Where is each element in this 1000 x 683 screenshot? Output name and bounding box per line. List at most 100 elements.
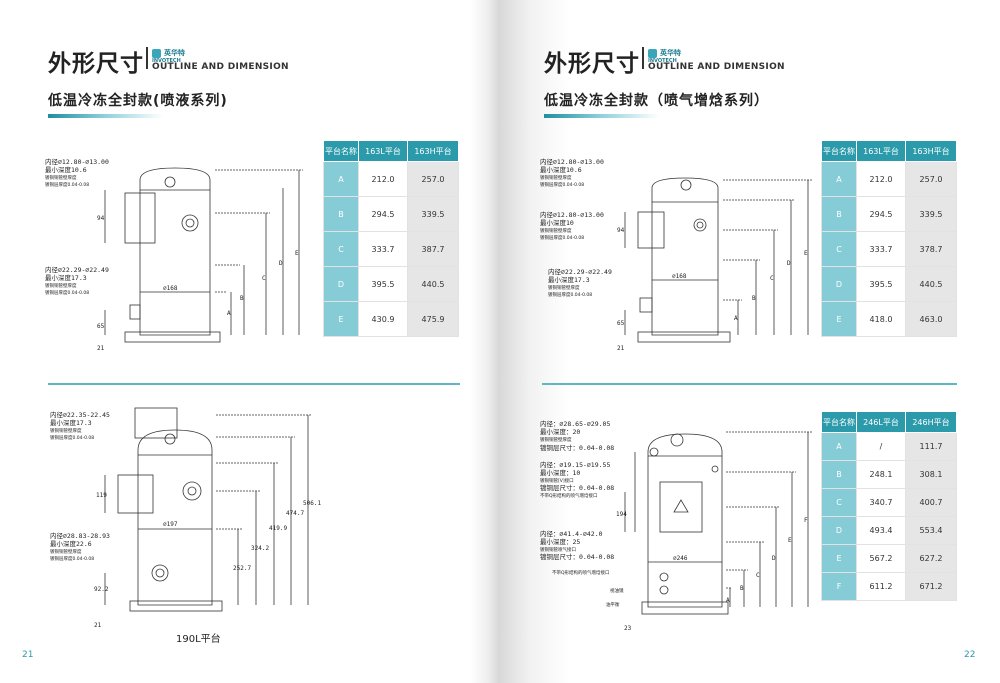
row-label: C [821,488,857,517]
page-number: 22 [964,650,976,660]
dim-label: B [752,295,756,302]
section-title: 低温冷冻全封款(喷液系列) [48,93,228,109]
ann-line: 镀铜铜管壁厚度 [50,427,82,434]
outline-drawing-190: 内径∅22.35-22.45 最小深度17.3 镀铜铜管壁厚度 镀铜层厚度0.0… [50,405,330,635]
row-label: C [821,231,857,267]
cell-value: 294.5 [856,196,906,232]
dim-label: B [240,295,244,302]
cell-value: 257.0 [407,161,459,197]
dim-label: B [740,585,744,592]
ann-line: 内径∅22.29-∅22.49 [548,267,612,276]
page-title: 外形尺寸 [48,51,144,77]
dim-label: 21 [94,622,102,629]
ann-line: 镀铜铜管壁厚度 [45,282,77,289]
table-header: 平台名称 [323,140,359,162]
dim-label: F [804,517,808,524]
cell-value: 395.5 [856,266,906,302]
note-label: 不带Q形结构的喷气增焓接口 [552,569,610,576]
left-page: 外形尺寸 英华特 INVOTECH OUTLINE AND DIMENSION … [22,47,460,660]
table-header: 163L平台 [358,140,408,162]
section-divider [48,383,460,385]
dim-label: A [227,310,231,317]
cell-value: / [856,432,906,461]
cell-value: 111.7 [905,432,957,461]
dim-label: 119 [96,492,107,499]
logo-text-en: INVOTECH [648,58,677,64]
ann-line: 最小深度17.3 [548,275,590,284]
cell-value: 212.0 [358,161,408,197]
row-label: E [821,544,857,573]
table-header: 246L平台 [856,411,906,433]
page-title: 外形尺寸 [544,51,640,77]
right-page: 外形尺寸 英华特 INVOTECH OUTLINE AND DIMENSION … [500,0,1000,683]
row-label: B [821,460,857,489]
cell-value: 395.5 [358,266,408,302]
cell-value: 611.2 [856,572,906,601]
ann-line: 内径∅12.80-∅13.00 [540,210,604,219]
dim-label: 65 [97,323,105,330]
ann-line: 内径∅22.29-∅22.49 [45,265,109,274]
ann-line: 内径∅12.80-∅13.00 [540,157,604,166]
row-label: A [821,432,857,461]
logo-mark-icon [152,48,161,58]
cell-value: 333.7 [358,231,408,267]
cell-value: 440.5 [905,266,957,302]
ann-line: 镀铜层厚度0.04-0.08 [540,234,584,241]
table-header: 平台名称 [821,411,857,433]
row-label: B [323,196,359,232]
cell-value: 308.1 [905,460,957,489]
dim-label: D [772,555,776,562]
dim-label: C [770,275,774,282]
ann-line: 最小深度：25 [540,537,580,546]
dim-label: 94 [617,227,625,234]
ann-line: 镀铜层尺寸：0.04-0.08 [540,443,614,452]
ann-line: 不带Q形结构的喷气增焓接口 [540,492,598,499]
ann-line: 镀铜铜管[V]接口 [540,477,574,484]
ann-line: 镀铜层厚度0.04-0.08 [548,291,592,298]
row-label: D [821,266,857,302]
page-number: 21 [22,650,34,660]
note-label: 视油镜 [610,587,624,594]
dim-label: 419.9 [269,525,287,532]
section-divider [542,383,957,385]
outline-drawing-163: 内径∅12.80-∅13.00 最小深度10.6 镀铜铜管壁厚度 镀铜层厚度0.… [45,150,320,365]
ann-line: 内径∅22.35-22.45 [50,410,110,419]
dim-label: A [726,597,730,604]
ann-line: 镀铜层尺寸：0.04-0.08 [540,483,614,492]
ann-line: 镀铜层厚度0.04-0.08 [45,181,89,188]
ann-line: 内径：∅28.65-∅29.05 [540,419,610,428]
dim-label: D [279,260,283,267]
ann-line: 镀铜铜管喷气接口 [540,546,576,553]
row-label: E [821,301,857,337]
row-label: A [821,161,857,197]
cell-value: 400.7 [905,488,957,517]
row-label: F [821,572,857,601]
section-accent-bar [48,114,163,118]
ann-line: 最小深度：10 [540,468,580,477]
dim-label: 474.7 [286,510,304,517]
ann-line: 最小深度10.6 [540,165,582,174]
cell-value: 248.1 [856,460,906,489]
note-label: 油平衡 [606,601,620,608]
table-header: 246H平台 [905,411,957,433]
ann-line: 镀铜铜管壁厚度 [540,436,572,443]
diameter-label: ∅197 [163,521,178,528]
row-label: A [323,161,359,197]
dim-label: C [756,572,760,579]
ann-line: 最小深度10 [540,218,574,227]
cell-value: 294.5 [358,196,408,232]
dim-label: E [295,250,299,257]
ann-line: 镀铜铜管壁厚度 [540,227,572,234]
title-separator [642,47,644,69]
row-label: B [821,196,857,232]
cell-value: 333.7 [856,231,906,267]
ann-line: 最小深度17.3 [50,418,92,427]
table-header: 163H平台 [905,140,957,162]
